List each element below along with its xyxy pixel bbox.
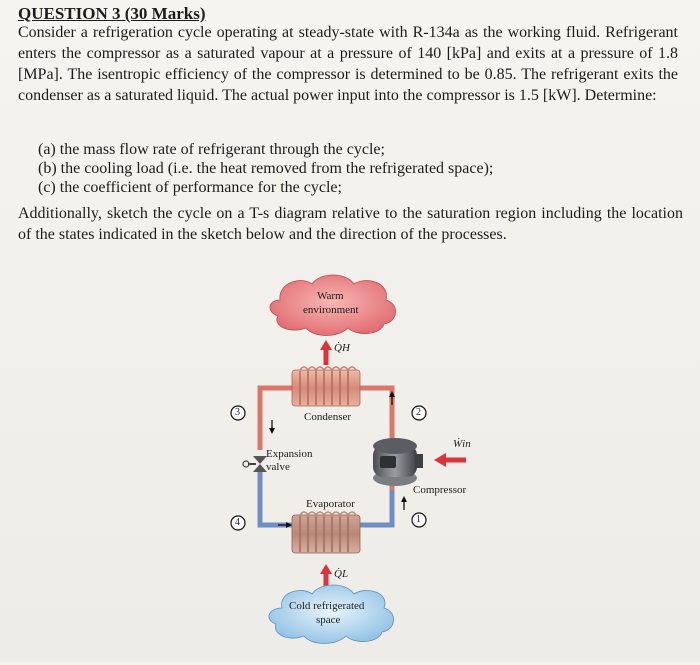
expansion-valve bbox=[242, 456, 267, 472]
compressor-label: Compressor bbox=[413, 484, 467, 496]
qh-label: Q̇H bbox=[334, 342, 350, 354]
compressor bbox=[373, 438, 423, 486]
win-arrow bbox=[434, 453, 466, 467]
cold-space-label-1: Cold refrigerated bbox=[289, 600, 365, 612]
refrigeration-cycle-diagram: Warm environment Q̇H Condenser Expansion… bbox=[220, 270, 490, 660]
question-items: (a) the mass flow rate of refrigerant th… bbox=[38, 140, 678, 197]
cold-space-cloud bbox=[268, 584, 394, 644]
additional-instructions: Additionally, sketch the cycle on a T-s … bbox=[18, 203, 683, 245]
warm-env-label-2: environment bbox=[303, 304, 359, 316]
expansion-label-2: valve bbox=[266, 461, 290, 473]
state-4-label: 4 bbox=[235, 517, 240, 528]
condenser-coil bbox=[291, 366, 361, 407]
cycle-schematic bbox=[230, 274, 466, 644]
ql-label: Q̇L bbox=[334, 568, 349, 580]
flow-arrows bbox=[269, 391, 407, 528]
item-b: (b) the cooling load (i.e. the heat remo… bbox=[38, 160, 494, 177]
expansion-label-1: Expansion bbox=[266, 448, 313, 460]
evaporator-label: Evaporator bbox=[306, 498, 355, 510]
state-1-label: 1 bbox=[416, 514, 421, 525]
warm-environment-cloud bbox=[269, 274, 396, 336]
item-a: (a) the mass flow rate of refrigerant th… bbox=[38, 141, 385, 158]
question-intro: Consider a refrigeration cycle operating… bbox=[18, 22, 678, 106]
question-title: QUESTION 3 (30 Marks) bbox=[18, 4, 206, 23]
win-label: Ẇin bbox=[453, 438, 471, 450]
condenser-label: Condenser bbox=[304, 411, 352, 423]
additional-paragraph: Additionally, sketch the cycle on a T-s … bbox=[18, 205, 683, 243]
evaporator-coil bbox=[291, 511, 361, 554]
state-markers bbox=[230, 405, 427, 531]
state-3-label: 3 bbox=[235, 407, 240, 418]
intro-paragraph: Consider a refrigeration cycle operating… bbox=[18, 24, 678, 104]
cold-space-label-2: space bbox=[316, 614, 341, 626]
state-2-label: 2 bbox=[416, 407, 421, 418]
warm-env-label-1: Warm bbox=[317, 290, 344, 302]
qh-arrow bbox=[320, 340, 332, 365]
item-c: (c) the coefficient of performance for t… bbox=[38, 179, 342, 196]
